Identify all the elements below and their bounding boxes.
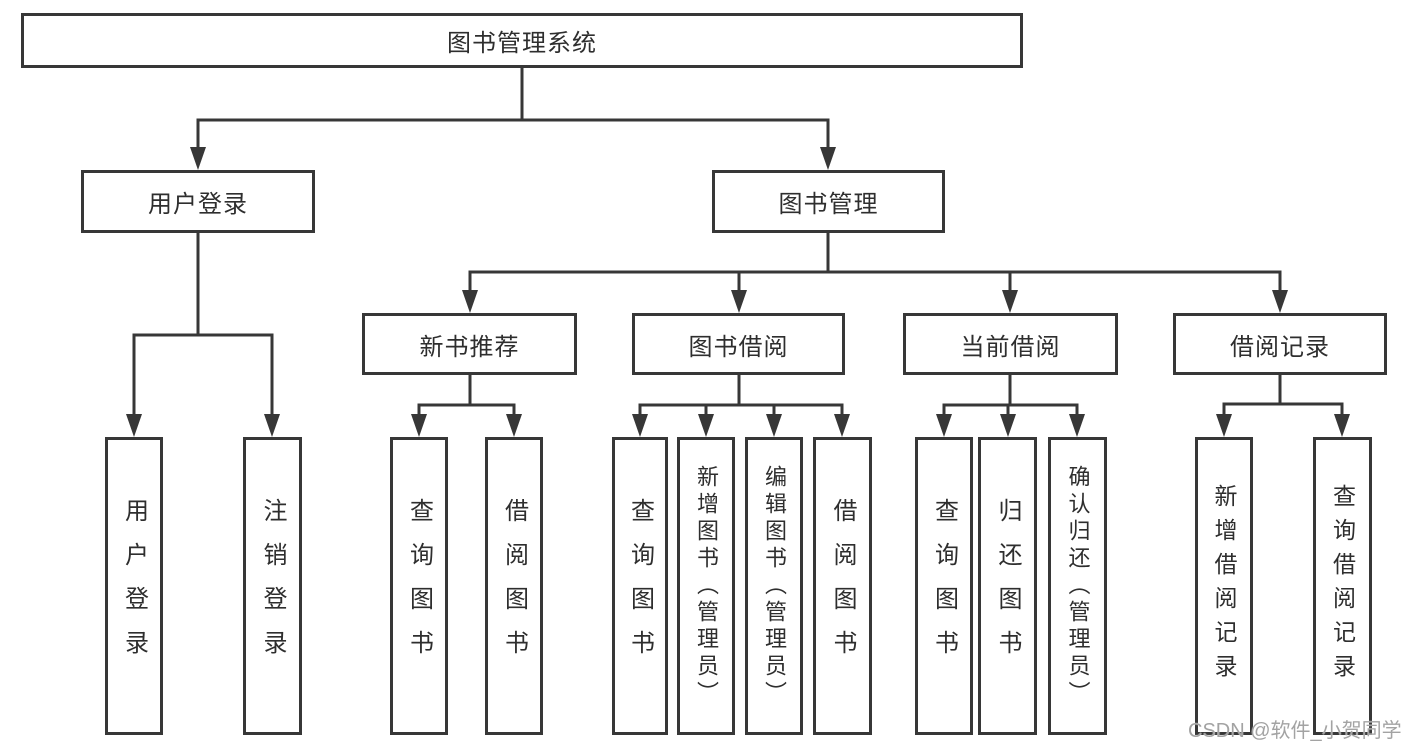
leaf-logout: 注销登录 xyxy=(243,437,302,735)
leaf-query-books-recommend-label: 查询图书 xyxy=(405,498,433,674)
leaf-user-login-label: 用户登录 xyxy=(120,498,148,674)
leaf-borrow-books-recommend-label: 借阅图书 xyxy=(500,498,528,674)
leaf-edit-book-admin-label: 编辑图书（管理员） xyxy=(762,464,787,708)
node-root-label: 图书管理系统 xyxy=(447,30,597,57)
leaf-logout-label: 注销登录 xyxy=(259,498,286,674)
leaf-confirm-return-admin-label: 确认归还（管理员） xyxy=(1065,464,1091,708)
leaf-edit-book-admin: 编辑图书（管理员） xyxy=(745,437,803,735)
node-book-borrow-label: 图书借阅 xyxy=(688,333,789,361)
leaf-query-books-current: 查询图书 xyxy=(915,437,973,735)
node-current-borrow: 当前借阅 xyxy=(903,313,1118,375)
node-new-book-recommend-label: 新书推荐 xyxy=(419,333,520,361)
node-borrow-records: 借阅记录 xyxy=(1173,313,1387,375)
watermark: CSDN @软件_小贺同学 xyxy=(1188,720,1402,742)
leaf-return-book: 归还图书 xyxy=(978,437,1037,735)
node-book-management: 图书管理 xyxy=(712,170,945,233)
leaf-user-login: 用户登录 xyxy=(105,437,163,735)
leaf-query-borrow-record-label: 查询借阅记录 xyxy=(1329,484,1356,688)
leaf-add-borrow-record-label: 新增借阅记录 xyxy=(1211,484,1237,688)
leaf-add-book-admin-label: 新增图书（管理员） xyxy=(694,464,719,708)
leaf-query-books-recommend: 查询图书 xyxy=(390,437,448,735)
leaf-confirm-return-admin: 确认归还（管理员） xyxy=(1048,437,1107,735)
leaf-borrow-books-borrow-label: 借阅图书 xyxy=(829,498,856,674)
leaf-add-borrow-record: 新增借阅记录 xyxy=(1195,437,1253,735)
node-user-login-label: 用户登录 xyxy=(148,191,248,218)
node-user-login: 用户登录 xyxy=(81,170,315,233)
node-current-borrow-label: 当前借阅 xyxy=(960,333,1061,361)
leaf-add-book-admin: 新增图书（管理员） xyxy=(677,437,735,735)
leaf-query-books-current-label: 查询图书 xyxy=(930,498,958,674)
leaf-query-borrow-record: 查询借阅记录 xyxy=(1313,437,1372,735)
node-root: 图书管理系统 xyxy=(21,13,1023,68)
leaf-return-book-label: 归还图书 xyxy=(994,498,1021,674)
leaf-query-books-borrow: 查询图书 xyxy=(612,437,668,735)
node-book-borrow: 图书借阅 xyxy=(632,313,845,375)
leaf-query-books-borrow-label: 查询图书 xyxy=(626,498,654,674)
leaf-borrow-books-recommend: 借阅图书 xyxy=(485,437,543,735)
leaf-borrow-books-borrow: 借阅图书 xyxy=(813,437,872,735)
node-borrow-records-label: 借阅记录 xyxy=(1230,333,1330,361)
node-book-management-label: 图书管理 xyxy=(778,191,879,218)
node-new-book-recommend: 新书推荐 xyxy=(362,313,577,375)
